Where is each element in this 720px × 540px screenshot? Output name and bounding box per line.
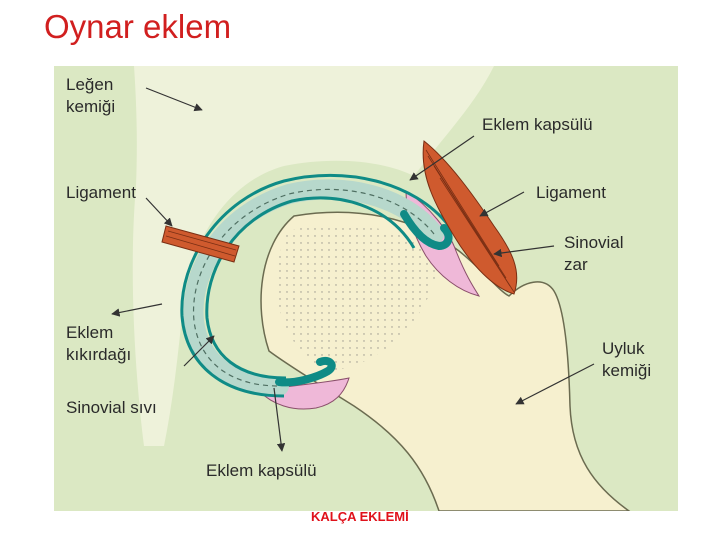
label-synovial-fluid: Sinovial sıvı (66, 398, 157, 417)
label-ligament-left: Ligament (66, 183, 136, 202)
hip-joint-diagram: Leğen kemiği Ligament Eklem kıkırdağı Si… (54, 66, 678, 511)
slide-title: Oynar eklem (44, 8, 231, 46)
diagram-caption: KALÇA EKLEMİ (311, 509, 409, 524)
label-capsule-bottom: Eklem kapsülü (206, 461, 317, 480)
label-capsule-top: Eklem kapsülü (482, 115, 593, 134)
label-ligament-right: Ligament (536, 183, 606, 202)
